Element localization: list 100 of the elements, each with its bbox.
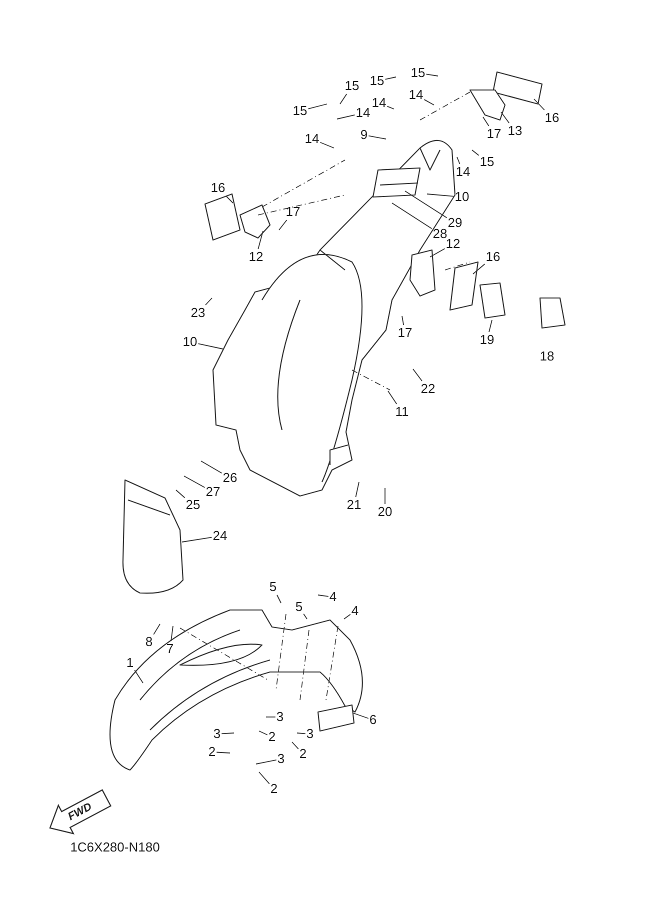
leader-line — [216, 752, 230, 754]
callout-number: 14 — [408, 88, 424, 102]
callout-number: 17 — [286, 205, 300, 219]
callout-number: 4 — [351, 604, 359, 618]
leader-line — [256, 759, 277, 764]
leader-line — [482, 116, 490, 126]
leader-line — [456, 156, 460, 164]
leader-line — [303, 613, 308, 620]
leader-line — [292, 742, 299, 750]
callout-number: 14 — [372, 96, 386, 110]
leader-line — [308, 104, 328, 110]
callout-number: 25 — [186, 498, 200, 512]
leader-line — [278, 220, 288, 230]
callout-number: 21 — [346, 498, 362, 512]
callout-number: 22 — [420, 382, 436, 396]
callout-number: 4 — [329, 590, 337, 604]
callout-number: 16 — [486, 250, 500, 264]
callout-number: 9 — [360, 128, 368, 142]
callout-number: 17 — [486, 127, 502, 141]
leader-line — [258, 730, 268, 736]
callout-number: 18 — [540, 348, 554, 364]
leader-line — [258, 772, 270, 784]
leader-line — [424, 99, 434, 106]
callout-number: 2 — [299, 747, 307, 761]
leader-line — [500, 112, 510, 124]
callout-number: 12 — [446, 237, 460, 251]
callout-number: 3 — [276, 710, 284, 724]
leader-line — [296, 732, 306, 734]
callout-number: 23 — [190, 306, 206, 320]
callout-number: 11 — [395, 405, 409, 419]
leader-line — [402, 316, 404, 326]
leader-line — [318, 594, 329, 597]
leader-line — [426, 194, 454, 197]
callout-number: 15 — [410, 66, 426, 80]
callout-number: 19 — [480, 333, 494, 347]
leader-line — [198, 343, 224, 350]
callout-number: 14 — [304, 132, 320, 146]
callout-number: 15 — [344, 79, 360, 93]
leader-line — [368, 135, 386, 140]
leader-line — [426, 74, 438, 76]
callout-number: 15 — [370, 74, 384, 88]
leader-line — [386, 106, 394, 110]
leader-line — [488, 320, 492, 332]
callout-number: 15 — [292, 104, 308, 118]
callout-number: 5 — [295, 600, 303, 614]
callout-number: 16 — [210, 181, 226, 195]
callout-number: 3 — [306, 727, 314, 741]
leader-line — [221, 732, 234, 734]
leader-line — [266, 716, 276, 718]
leader-line — [182, 536, 212, 542]
leader-line — [276, 594, 282, 604]
leader-line — [430, 248, 446, 258]
leader-line — [412, 368, 422, 382]
leader-line — [336, 114, 356, 120]
leader-line — [392, 202, 432, 230]
callout-number: 8 — [145, 635, 153, 649]
leader-line — [384, 488, 386, 504]
callout-number: 5 — [269, 580, 277, 594]
callout-number: 3 — [213, 727, 221, 741]
leader-line — [134, 670, 144, 684]
callout-number: 2 — [208, 745, 216, 759]
leader-line — [355, 482, 360, 498]
leader-line — [388, 390, 398, 404]
leader-line — [340, 94, 348, 104]
leader-line — [153, 624, 160, 635]
callout-number: 2 — [268, 730, 276, 744]
leader-line — [534, 98, 545, 110]
callout-number: 12 — [248, 250, 264, 264]
leader-line — [344, 614, 351, 620]
callout-number: 7 — [166, 642, 174, 656]
leader-line — [320, 142, 334, 148]
leader-line — [258, 230, 264, 250]
leader-line — [472, 150, 480, 156]
callout-number: 14 — [456, 165, 470, 179]
callout-number: 26 — [222, 471, 238, 485]
callout-number: 20 — [378, 505, 392, 519]
callout-number: 29 — [448, 216, 462, 230]
callout-number: 6 — [369, 713, 377, 727]
leader-line — [472, 264, 486, 274]
callout-number: 10 — [182, 335, 198, 349]
callout-number: 1 — [126, 656, 134, 670]
leader-line — [176, 490, 186, 498]
leader-line — [384, 76, 396, 80]
leader-line — [200, 460, 222, 474]
callout-number: 13 — [508, 124, 522, 138]
callout-number: 14 — [356, 106, 370, 120]
arrow-label: FWD — [66, 800, 94, 824]
leader-line — [170, 626, 174, 642]
callout-number: 28 — [432, 227, 448, 241]
callout-number: 10 — [454, 190, 470, 204]
drawing-code: 1C6X280-N180 — [70, 840, 160, 854]
callout-number: 27 — [206, 485, 220, 499]
leader-line — [404, 190, 448, 218]
callout-number: 3 — [277, 752, 285, 766]
callout-number: 24 — [212, 529, 228, 543]
leader-line — [352, 712, 369, 719]
leader-line — [184, 476, 206, 488]
callout-number: 15 — [480, 155, 494, 169]
leader-line — [205, 298, 212, 306]
leader-line — [226, 196, 234, 204]
